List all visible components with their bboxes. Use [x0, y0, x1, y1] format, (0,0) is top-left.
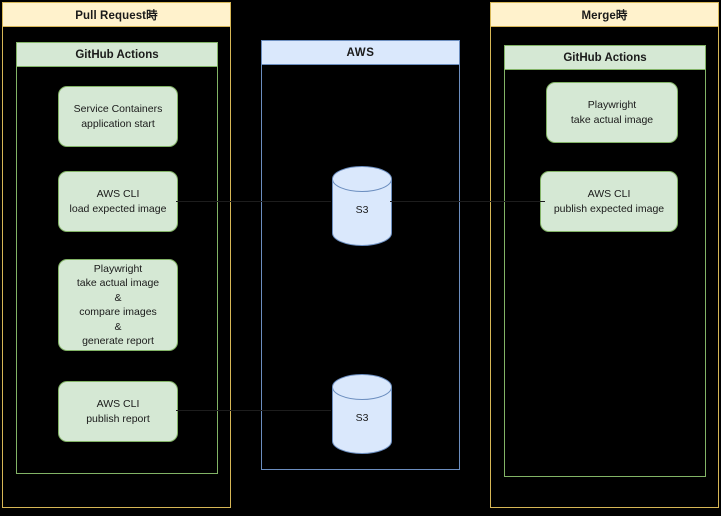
datastore-s3-report[interactable]: S3 [332, 374, 392, 454]
container-title-github-actions-pr: GitHub Actions [16, 42, 218, 67]
step-aws-cli-publish-report[interactable]: AWS CLI publish report [58, 381, 178, 442]
step-aws-cli-publish-expected[interactable]: AWS CLI publish expected image [540, 171, 678, 232]
edge-publish-report-to-s3 [176, 410, 331, 411]
container-title-text: GitHub Actions [75, 48, 159, 61]
lane-title-text: Merge時 [581, 9, 628, 22]
container-title-github-actions-merge: GitHub Actions [504, 45, 706, 70]
lane-title-text: Pull Request時 [75, 9, 158, 22]
cylinder-icon [332, 374, 392, 454]
edge-s3-to-publish-expected [390, 201, 545, 202]
container-title-aws: AWS [261, 40, 460, 65]
step-service-containers[interactable]: Service Containers application start [58, 86, 178, 147]
container-title-text: GitHub Actions [563, 51, 647, 64]
lane-title-pull-request: Pull Request時 [2, 2, 231, 27]
container-title-text: AWS [346, 46, 375, 59]
lane-merge: Merge時 GitHub Actions Playwright take ac… [490, 2, 719, 508]
step-aws-cli-load-expected[interactable]: AWS CLI load expected image [58, 171, 178, 232]
step-playwright-take-actual[interactable]: Playwright take actual image [546, 82, 678, 143]
datastore-s3-expected[interactable]: S3 [332, 166, 392, 246]
step-playwright-compare[interactable]: Playwright take actual image & compare i… [58, 259, 178, 351]
container-aws: AWS S3 S3 [261, 40, 460, 470]
cylinder-icon [332, 166, 392, 246]
edge-load-expected-to-s3 [176, 201, 331, 202]
container-github-actions-merge: GitHub Actions Playwright take actual im… [504, 45, 706, 477]
container-github-actions-pr: GitHub Actions Service Containers applic… [16, 42, 218, 474]
lane-pull-request: Pull Request時 GitHub Actions Service Con… [2, 2, 231, 508]
lane-title-merge: Merge時 [490, 2, 719, 27]
